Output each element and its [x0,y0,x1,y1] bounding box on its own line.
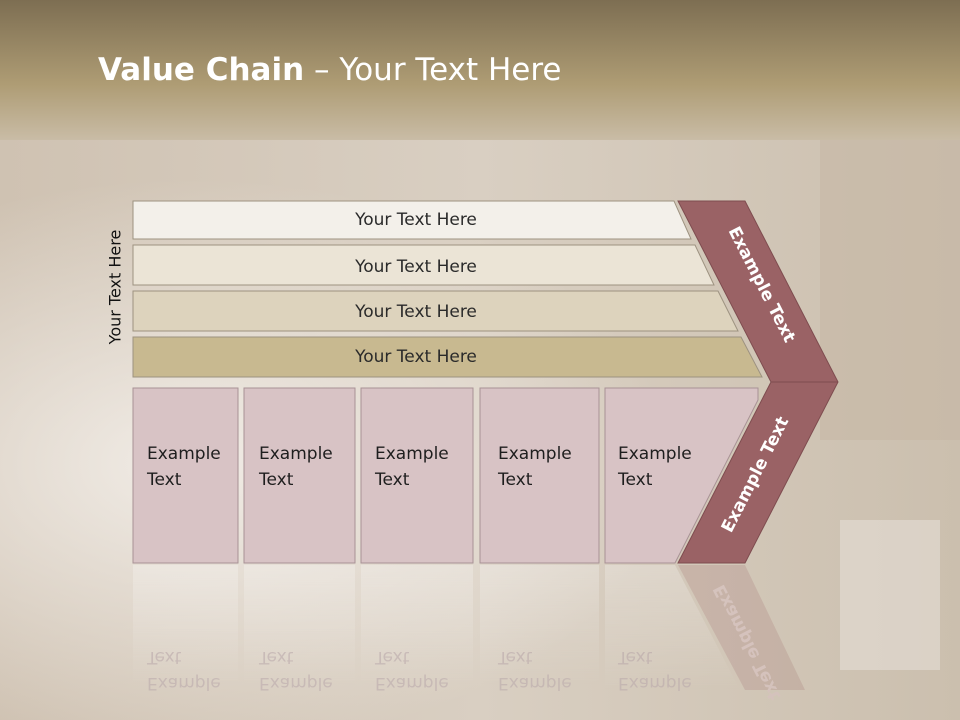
box-4-reflection-line2: Text [497,647,533,667]
support-row-3-label: Your Text Here [354,302,477,322]
box-1-reflection-line2: Text [146,647,182,667]
primary-box-4[interactable] [479,387,600,564]
box-3-reflection-line1: Example [375,673,449,693]
support-row-4[interactable] [132,336,763,378]
diagram-reflection: Text Example Text Example Text Example T… [133,565,805,703]
title-rest: – Your Text Here [304,52,562,88]
box-4-reflection-line1: Example [498,673,572,693]
support-row-3[interactable] [132,290,739,332]
box-2-reflection-line1: Example [259,673,333,693]
box-2-reflection-line2: Text [258,647,294,667]
support-row-1-label: Your Text Here [354,210,477,230]
support-row-1[interactable] [132,200,692,240]
support-row-2[interactable] [132,244,715,286]
primary-box-5[interactable] [604,387,759,564]
support-row-2-label: Your Text Here [354,257,477,277]
support-row-4-label: Your Text Here [354,347,477,367]
box-3-reflection-line2: Text [374,647,410,667]
box-5-reflection-line2: Text [617,647,653,667]
box-5-reflection-line1: Example [618,673,692,693]
primary-box-1[interactable] [132,387,239,564]
primary-box-2[interactable] [243,387,356,564]
slide-title: Value Chain – Your Text Here [98,52,561,88]
primary-box-3[interactable] [360,387,474,564]
box-1-reflection-line1: Example [147,673,221,693]
title-bold: Value Chain [98,52,305,88]
chevron-reflection [678,565,805,690]
